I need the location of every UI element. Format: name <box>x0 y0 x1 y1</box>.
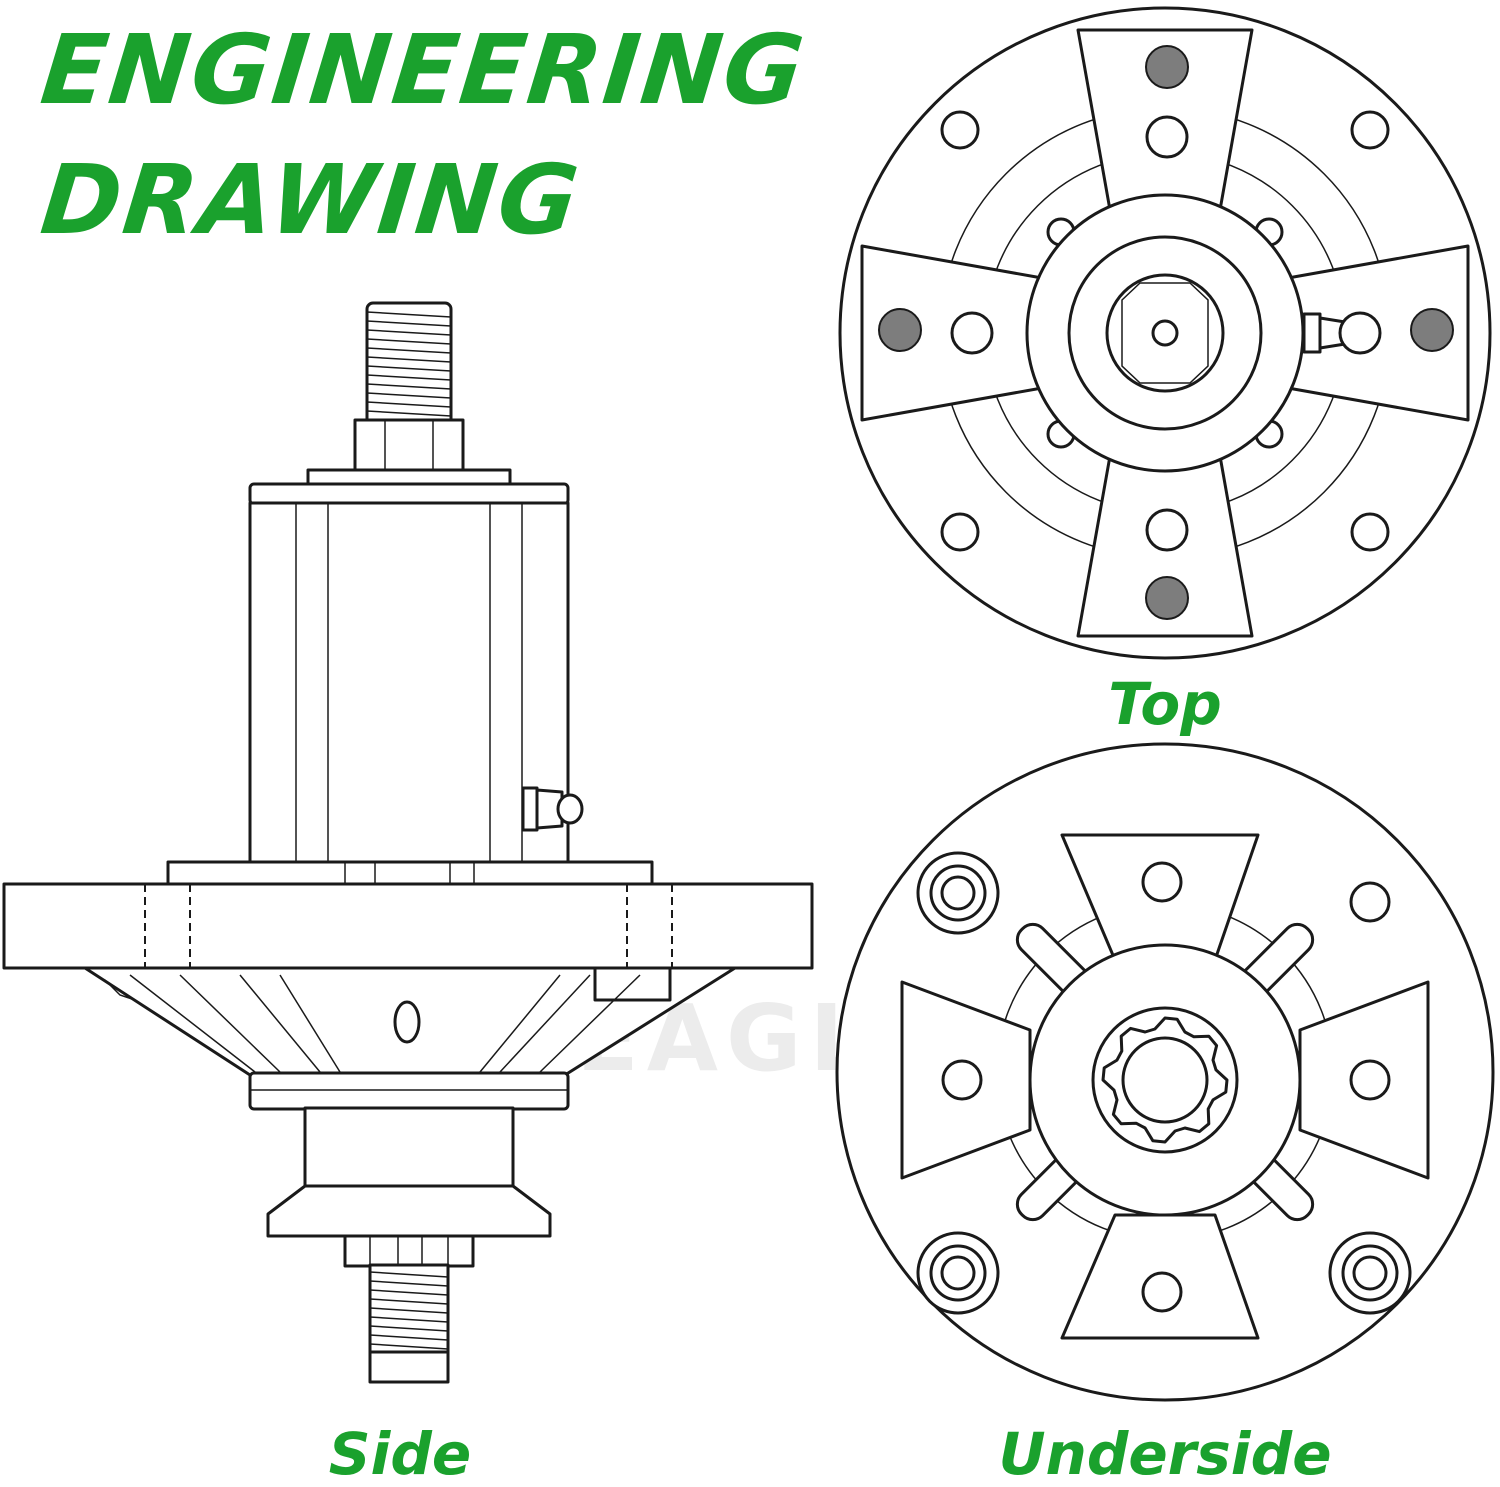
thread-line <box>366 401 452 408</box>
top-filled-hole <box>1145 576 1189 620</box>
main-flange <box>2 882 814 970</box>
thread-line <box>366 383 452 390</box>
thread-line <box>369 1307 449 1314</box>
top-mount-hole <box>1350 512 1390 552</box>
top-flange <box>248 482 570 506</box>
view-label-top: Top <box>1108 670 1222 738</box>
thread-line <box>369 1298 449 1305</box>
thread-line <box>366 356 452 363</box>
underside-mount-hole <box>1349 881 1391 923</box>
housing-body <box>248 501 570 865</box>
top-filled-hole <box>878 308 922 352</box>
thread-line <box>366 329 452 336</box>
top-shaft-center <box>1151 319 1179 347</box>
thread-line <box>369 1343 449 1350</box>
side-inspection-hole <box>393 1000 421 1044</box>
thread-line <box>366 338 452 345</box>
thread-line <box>369 1289 449 1296</box>
base-step <box>166 860 654 888</box>
upper-nut <box>353 418 465 474</box>
thread-line <box>366 311 452 318</box>
top-filled-hole <box>1410 308 1454 352</box>
lower-collar <box>248 1071 570 1111</box>
underside-bolt-head <box>916 851 1000 935</box>
thread-line <box>369 1271 449 1278</box>
top-hex-nut <box>1121 282 1209 384</box>
thread-line <box>369 1334 449 1341</box>
spline-center <box>1121 1036 1209 1124</box>
lower-nut <box>343 1234 475 1268</box>
thread-line <box>366 365 452 372</box>
thread-line <box>369 1280 449 1287</box>
underside-bolt-head <box>916 1231 1000 1315</box>
thread-line <box>366 410 452 417</box>
underside-view-drawing <box>835 742 1495 1402</box>
thread-line <box>366 374 452 381</box>
lower-shaft-threads <box>369 1271 449 1350</box>
side-view-drawing <box>2 301 814 1384</box>
shaft-tip <box>368 1350 450 1384</box>
top-mount-hole <box>940 110 980 150</box>
top-mount-hole <box>1350 110 1390 150</box>
top-mount-hole <box>940 512 980 552</box>
pulley-groove <box>266 1184 552 1238</box>
underside-bolt-head <box>1328 1231 1412 1315</box>
thread-line <box>369 1325 449 1332</box>
thread-line <box>366 392 452 399</box>
thread-line <box>369 1316 449 1323</box>
upper-shaft-threads <box>366 311 452 417</box>
view-label-side: Side <box>328 1420 472 1487</box>
grease-fitting <box>521 786 584 832</box>
thread-line <box>366 320 452 327</box>
pulley-hub <box>303 1106 515 1188</box>
top-filled-hole <box>1145 45 1189 89</box>
top-view-drawing <box>838 6 1492 660</box>
view-label-underside: Underside <box>998 1420 1332 1487</box>
thread-line <box>366 347 452 354</box>
